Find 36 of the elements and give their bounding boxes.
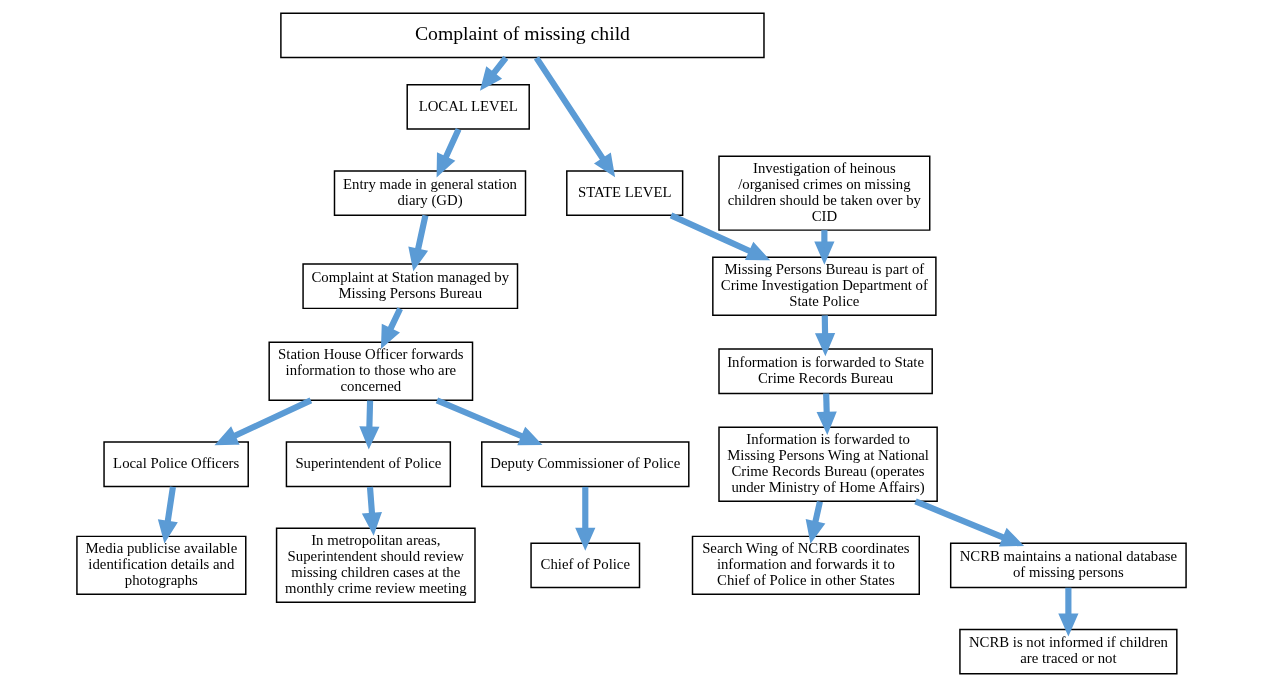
node-box: Deputy Commissioner of Police [481, 441, 690, 488]
node-box: Station House Officer forwards information to those who are concerned [268, 341, 474, 401]
node-box: LOCAL LEVEL [406, 83, 530, 130]
node-box: Information is forwarded to Missing Persons Wing at National Crime Records Bureau (operates under Ministry of Home Affairs) [718, 426, 938, 502]
node-box: NCRB is not informed if children are traced or not [959, 628, 1178, 675]
node-box: Entry made in general station diary (GD) [333, 170, 527, 217]
node-box: Superintendent of Police [285, 441, 452, 488]
arrow [805, 500, 826, 544]
arrow [380, 307, 403, 349]
arrow [436, 128, 462, 178]
node-box: Media publicise available identification details and photographs [76, 535, 247, 596]
arrow [359, 400, 380, 450]
node-box: Search Wing of NCRB coordinates information and forwards it to Chief of Police in other States [691, 535, 920, 596]
node-box: Chief of Police [530, 542, 641, 589]
node-box: STATE LEVEL [566, 170, 684, 217]
arrow [408, 214, 429, 272]
arrow [533, 56, 616, 178]
arrow [669, 212, 771, 261]
node-box: Information is forwarded to State Crime Records Bureau [718, 348, 933, 395]
node-box: Investigation of heinous /organised crimes on missing children should be taken over by CID [718, 155, 931, 231]
node-box: Complaint at Station managed by Missing Persons Bureau [302, 263, 519, 310]
node-box: Complaint of missing child [280, 12, 765, 59]
arrow [575, 486, 596, 551]
arrow [816, 393, 837, 435]
arrow [435, 397, 543, 446]
arrow [479, 55, 509, 91]
arrow [914, 498, 1025, 547]
node-box: NCRB maintains a national database of missing persons [949, 542, 1187, 589]
arrow [157, 486, 178, 544]
arrow [814, 315, 836, 357]
node-box: In metropolitan areas, Superintendent should review missing children cases at the monthly crime review meeting [275, 527, 476, 604]
arrow [361, 486, 382, 536]
arrow [214, 397, 313, 446]
node-box: Missing Persons Bureau is part of Crime Investigation Department of State Police [712, 256, 937, 316]
arrow [1058, 587, 1079, 637]
node-box: Local Police Officers [103, 441, 249, 488]
